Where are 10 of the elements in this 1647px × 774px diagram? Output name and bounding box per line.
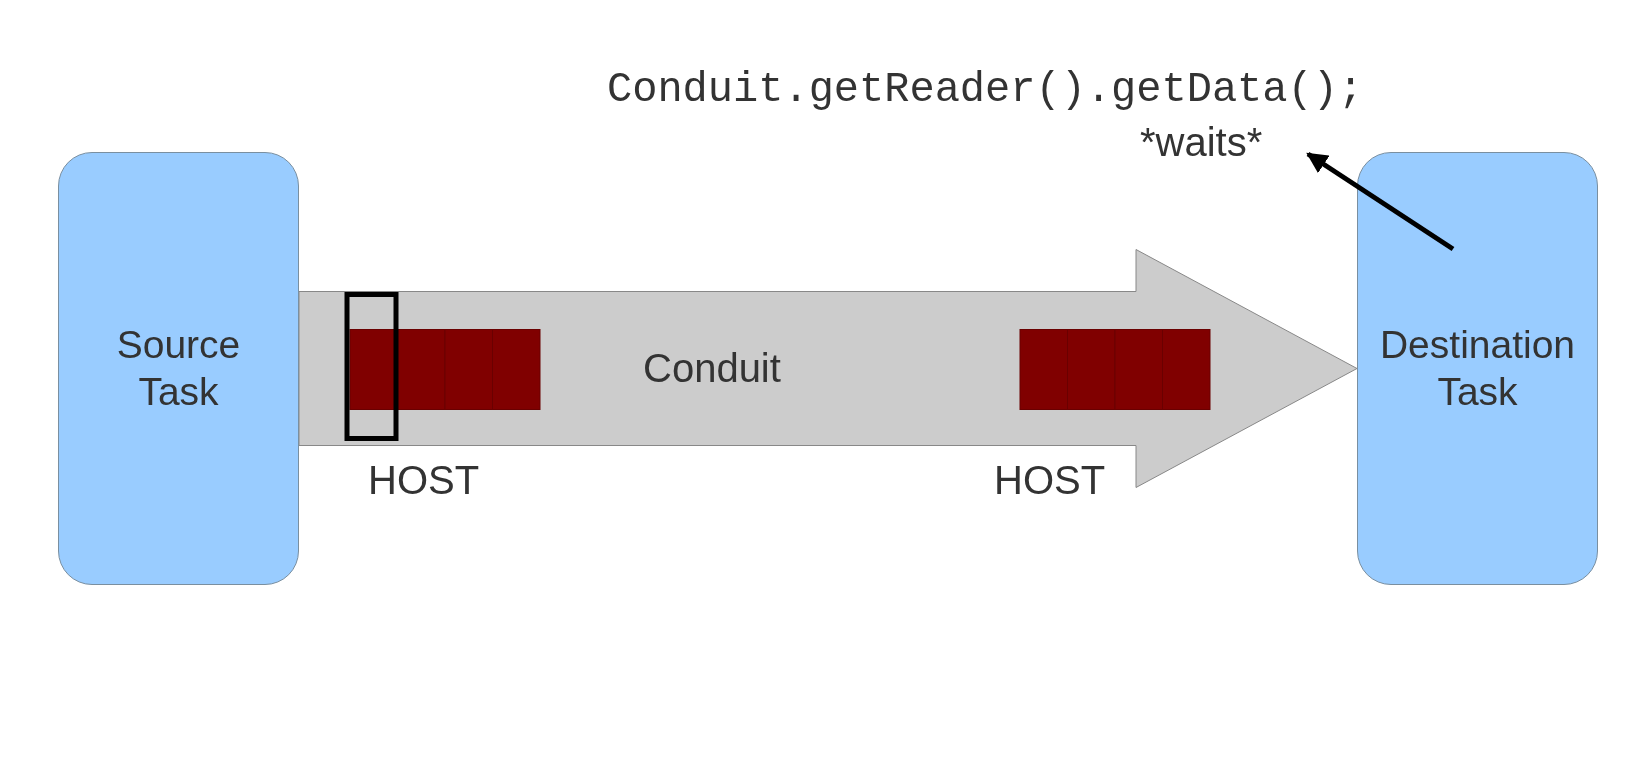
host-label: HOST <box>994 458 1106 503</box>
host-label: HOST <box>368 458 480 503</box>
status-text: *waits* <box>1140 120 1263 165</box>
task-box <box>58 152 299 585</box>
code-text: Conduit.getReader().getData(); <box>607 66 1364 114</box>
task-label: Destination Task <box>1378 322 1577 415</box>
edge-label: Conduit <box>643 345 781 391</box>
arrow <box>1306 151 1455 252</box>
task-label: Source Task <box>115 322 242 415</box>
task-box <box>1357 152 1598 585</box>
